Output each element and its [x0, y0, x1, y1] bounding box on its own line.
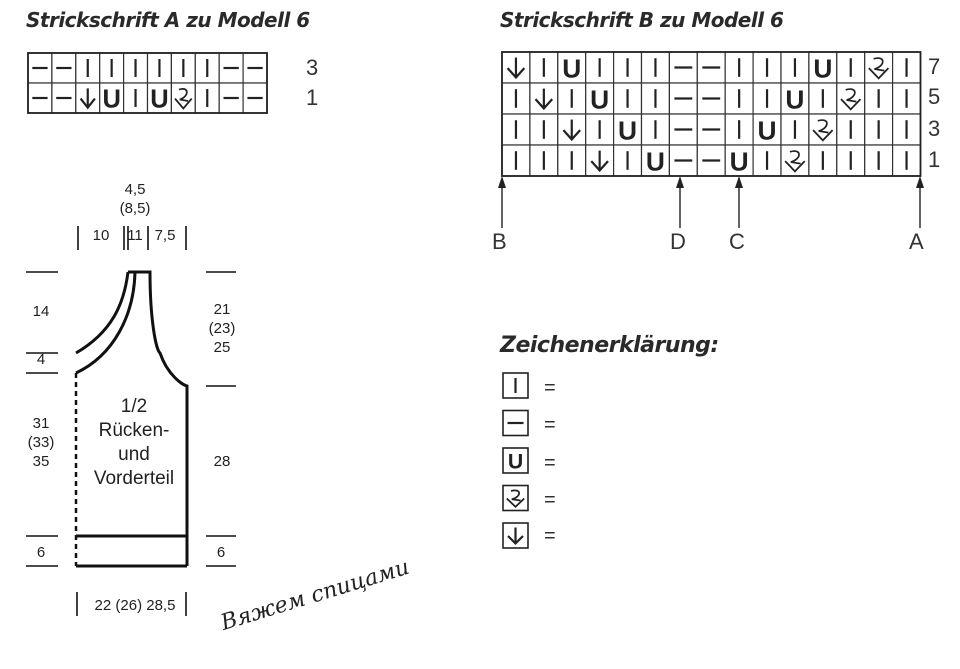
symbol-twist — [784, 150, 806, 173]
chart-b-row-number: 1 — [928, 147, 941, 172]
left-measure-31: 31 (33) 35 — [27, 415, 55, 470]
symbol-twist — [812, 119, 834, 142]
right-measure-28: 28 — [213, 453, 231, 470]
marker-arrow — [735, 176, 743, 228]
symbol-arrow-down — [534, 88, 554, 111]
chart-a-row-number: 3 — [306, 55, 319, 80]
symbol-u: U — [758, 115, 777, 145]
legend-eq: = — [544, 414, 556, 436]
symbol-arrow-down — [506, 57, 526, 80]
chart-cell — [668, 144, 698, 177]
chart-cell — [724, 144, 754, 177]
symbol-u: U — [508, 450, 523, 474]
symbol-u: U — [813, 53, 832, 83]
symbol-u: U — [562, 53, 581, 83]
chart-b-row-number: 3 — [928, 116, 941, 141]
garment-schematic — [26, 226, 236, 616]
marker-arrow — [498, 176, 506, 228]
garment-outline-right — [76, 270, 189, 538]
top-segment-2: 11 — [127, 227, 143, 244]
legend-eq: = — [544, 452, 556, 474]
left-measure-14: 14 — [32, 303, 50, 320]
garment-outline-neck-inner — [75, 271, 137, 375]
top-segment-3: 7,5 — [154, 227, 176, 244]
symbol-twist — [868, 57, 890, 80]
piece-label: 1/2 Rücken- und Vorderteil — [93, 396, 175, 489]
top-width-label: 4,5 (8,5) — [115, 180, 155, 218]
symbol-arrow-down — [590, 150, 609, 173]
chart-b-row-number: 7 — [928, 54, 941, 79]
left-measure-6: 6 — [36, 544, 46, 561]
top-width-a: 4,5 — [124, 181, 146, 198]
symbol-twist — [840, 88, 862, 111]
top-segment-1: 10 — [92, 227, 110, 244]
chart-a-title: Strickschrift A zu Modell 6 — [26, 8, 310, 32]
symbol-u: U — [618, 115, 637, 145]
chart-cell — [585, 51, 615, 84]
chart-b-marker-a: A — [909, 229, 924, 254]
chart-b-marker-d: D — [670, 229, 686, 254]
symbol-u: U — [730, 146, 749, 176]
chart-b-row-number: 5 — [928, 84, 941, 109]
chart-border — [27, 52, 268, 114]
symbol-twist — [506, 489, 525, 508]
symbol-u: U — [150, 86, 168, 114]
legend-eq: = — [544, 377, 556, 399]
legend-box — [502, 447, 529, 474]
chart-b-marker-c: C — [729, 229, 745, 254]
legend-eq: = — [544, 489, 556, 511]
chart-a-row-number: 1 — [306, 85, 319, 110]
chart-b-marker-b: B — [492, 229, 507, 254]
chart-cell — [640, 144, 670, 177]
chart-cell — [557, 51, 587, 84]
symbol-u: U — [646, 146, 665, 176]
legend-symbols: U — [502, 372, 529, 549]
marker-arrow — [916, 176, 924, 228]
right-measure-21: 21 (23) 25 — [208, 301, 236, 356]
symbol-u: U — [590, 84, 609, 114]
symbol-arrow-down — [562, 119, 581, 142]
symbol-u: U — [102, 86, 120, 114]
legend-title: Zeichenerklärung: — [500, 333, 719, 358]
symbol-twist — [174, 88, 193, 110]
chart-cell — [864, 113, 894, 146]
symbol-arrow-down — [79, 88, 96, 110]
marker-arrow — [676, 176, 684, 228]
chart-border — [501, 51, 922, 177]
right-measure-6: 6 — [216, 544, 226, 561]
legend-eq: = — [544, 525, 556, 547]
top-width-b: (8,5) — [119, 200, 151, 217]
garment-outline-neck-outer — [75, 271, 130, 355]
bottom-width-label: 22 (26) 28,5 — [94, 597, 176, 614]
symbol-u: U — [785, 84, 804, 114]
chart-b-title: Strickschrift B zu Modell 6 — [500, 8, 784, 32]
symbol-arrow-down — [507, 527, 524, 546]
left-measure-4: 4 — [36, 351, 46, 368]
